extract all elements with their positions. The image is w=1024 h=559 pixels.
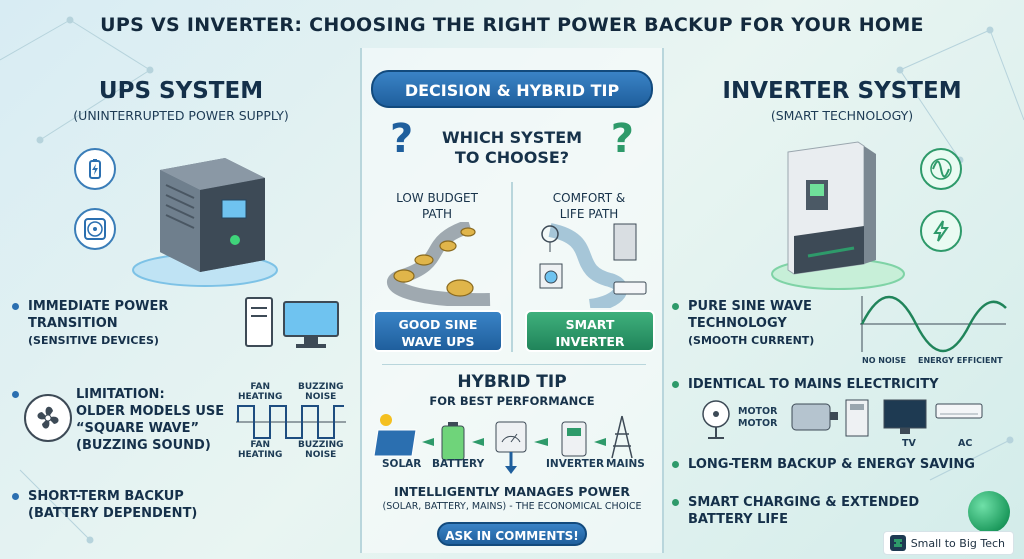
inverter-device-illustration	[771, 141, 905, 290]
energy-efficient-label: ENERGY EFFICIENT	[918, 356, 1003, 365]
question-left-icon: ?	[390, 116, 414, 162]
tv-label: TV	[902, 438, 916, 449]
fan-heating-top-label: FAN HEATING	[238, 382, 283, 402]
ask-in-comments-button[interactable]: ASK IN COMMENTS!	[437, 522, 587, 546]
brand-badge: Small to Big Tech	[882, 531, 1014, 555]
flow-inverter-label: INVERTER	[546, 458, 605, 470]
inverter-bullet-smart-charging: SMART CHARGING & EXTENDED BATTERY LIFE	[672, 494, 919, 528]
fan-blade-icon	[24, 394, 72, 442]
inverter-column: INVERTER SYSTEM (SMART TECHNOLOGY) PURE …	[672, 48, 1012, 553]
fan-heating-bottom-label: FAN HEATING	[238, 440, 283, 460]
hybrid-divider	[382, 364, 646, 365]
buzzing-bottom-label: BUZZING NOISE	[298, 440, 344, 460]
inverter-heading: INVERTER SYSTEM	[722, 78, 962, 104]
brand-name: Small to Big Tech	[910, 536, 1005, 550]
ups-bullet-limitation: LIMITATION: OLDER MODELS USE “SQUARE WAV…	[12, 386, 224, 454]
question-text: WHICH SYSTEM TO CHOOSE?	[441, 128, 583, 167]
computer-icon	[245, 297, 339, 348]
fan-icon	[74, 208, 116, 250]
ups-bullet-immediate: IMMEDIATE POWER TRANSITION (SENSITIVE DE…	[12, 298, 168, 349]
inverter-bullet-mains: IDENTICAL TO MAINS ELECTRICITY	[672, 376, 939, 393]
lightning-icon	[920, 210, 962, 252]
battery-icon	[74, 148, 116, 190]
buzzing-top-label: BUZZING NOISE	[298, 382, 344, 402]
comfort-label: COMFORT &LIFE PATH	[552, 191, 626, 221]
appliance-path-illustration	[539, 223, 647, 308]
ups-bullet-short-term: SHORT-TERM BACKUP (BATTERY DEPENDENT)	[12, 488, 197, 522]
motor-label-1: MOTOR	[738, 406, 778, 417]
square-wave-graphic	[236, 405, 346, 439]
ups-column: UPS SYSTEM (UNINTERRUPTED POWER SUPPLY) …	[12, 48, 350, 553]
flow-mains-label: MAINS	[606, 458, 645, 470]
hybrid-subtitle: FOR BEST PERFORMANCE	[429, 394, 595, 408]
path-divider	[511, 182, 513, 352]
manages-power-text: INTELLIGENTLY MANAGES POWER	[393, 484, 631, 499]
sine-wave-icon	[920, 148, 962, 190]
economical-choice-text: (SOLAR, BATTERY, MAINS) - THE ECONOMICAL…	[382, 501, 642, 512]
question-right-icon: ?	[610, 116, 634, 162]
inverter-bullet-sine: PURE SINE WAVE TECHNOLOGY (SMOOTH CURREN…	[672, 298, 814, 349]
decision-pill: DECISION & HYBRID TIP	[371, 70, 653, 108]
sine-wave-graphic	[860, 295, 1007, 353]
hybrid-flow-diagram	[373, 414, 633, 474]
flow-battery-label: BATTERY	[432, 458, 485, 470]
ups-device-illustration	[132, 158, 278, 287]
appliances-row	[702, 399, 983, 439]
ups-subheading: (UNINTERRUPTED POWER SUPPLY)	[73, 108, 289, 123]
coins-path-illustration	[387, 222, 491, 306]
inverter-subheading: (SMART TECHNOLOGY)	[770, 108, 914, 123]
green-orb-decoration	[968, 491, 1010, 533]
flow-solar-label: SOLAR	[382, 458, 422, 470]
decision-column: DECISION & HYBRID TIP ? ? WHICH SYSTEM T…	[360, 48, 664, 553]
hybrid-title: HYBRID TIP	[457, 372, 567, 392]
ups-heading: UPS SYSTEM	[98, 78, 264, 104]
no-noise-label: NO NOISE	[862, 356, 906, 365]
inverter-bullet-long-term: LONG-TERM BACKUP & ENERGY SAVING	[672, 456, 975, 473]
brand-logo-icon	[889, 535, 906, 551]
ac-label: AC	[958, 438, 973, 449]
page-title: UPS VS INVERTER: CHOOSING THE RIGHT POWE…	[100, 14, 924, 36]
motor-label-2: MOTOR	[738, 418, 778, 429]
